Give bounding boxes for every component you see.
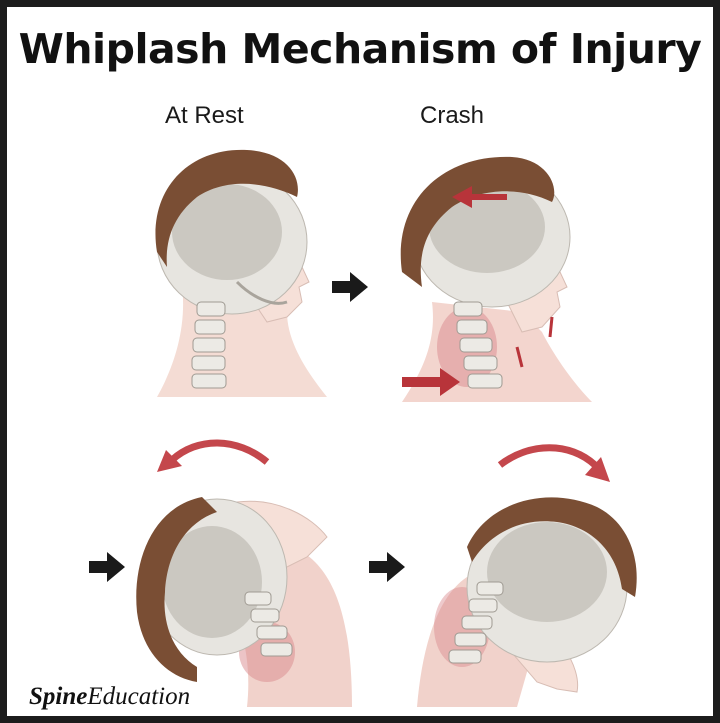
brand-logo-bold: Spine xyxy=(29,683,88,710)
panel-flexion xyxy=(417,497,637,707)
red-curved-arrow-right-icon xyxy=(497,444,610,482)
red-arrow-head-back xyxy=(452,186,507,208)
hair xyxy=(136,497,217,682)
brand-logo-italic: Education xyxy=(87,683,191,710)
brain xyxy=(162,526,262,638)
label-at-rest: At Rest xyxy=(165,102,244,129)
spine xyxy=(191,301,227,389)
arrow-right-icon xyxy=(369,552,405,582)
label-crash: Crash xyxy=(420,102,485,129)
red-arrow-chin xyxy=(548,316,554,338)
hair xyxy=(400,156,555,287)
arrow-right-icon xyxy=(332,272,368,302)
panel-at-rest xyxy=(155,149,327,397)
arrow-right-icon xyxy=(89,552,125,582)
jaw xyxy=(235,280,288,305)
brain xyxy=(172,184,282,280)
red-arrow-impact xyxy=(402,368,460,396)
panel-extension xyxy=(136,497,352,707)
diagram-title: Whiplash Mechanism of Injury xyxy=(18,25,702,73)
red-arrow-neck-up xyxy=(515,346,524,368)
red-curved-arrow-left-icon xyxy=(157,439,270,472)
spine xyxy=(453,301,503,389)
spine xyxy=(448,581,504,664)
brand-logo: SpineEducation xyxy=(29,683,190,711)
hair xyxy=(467,497,637,597)
brain xyxy=(487,522,607,622)
hair xyxy=(155,149,298,267)
panel-crash xyxy=(400,156,592,402)
brain xyxy=(429,181,545,273)
spine xyxy=(244,591,293,657)
